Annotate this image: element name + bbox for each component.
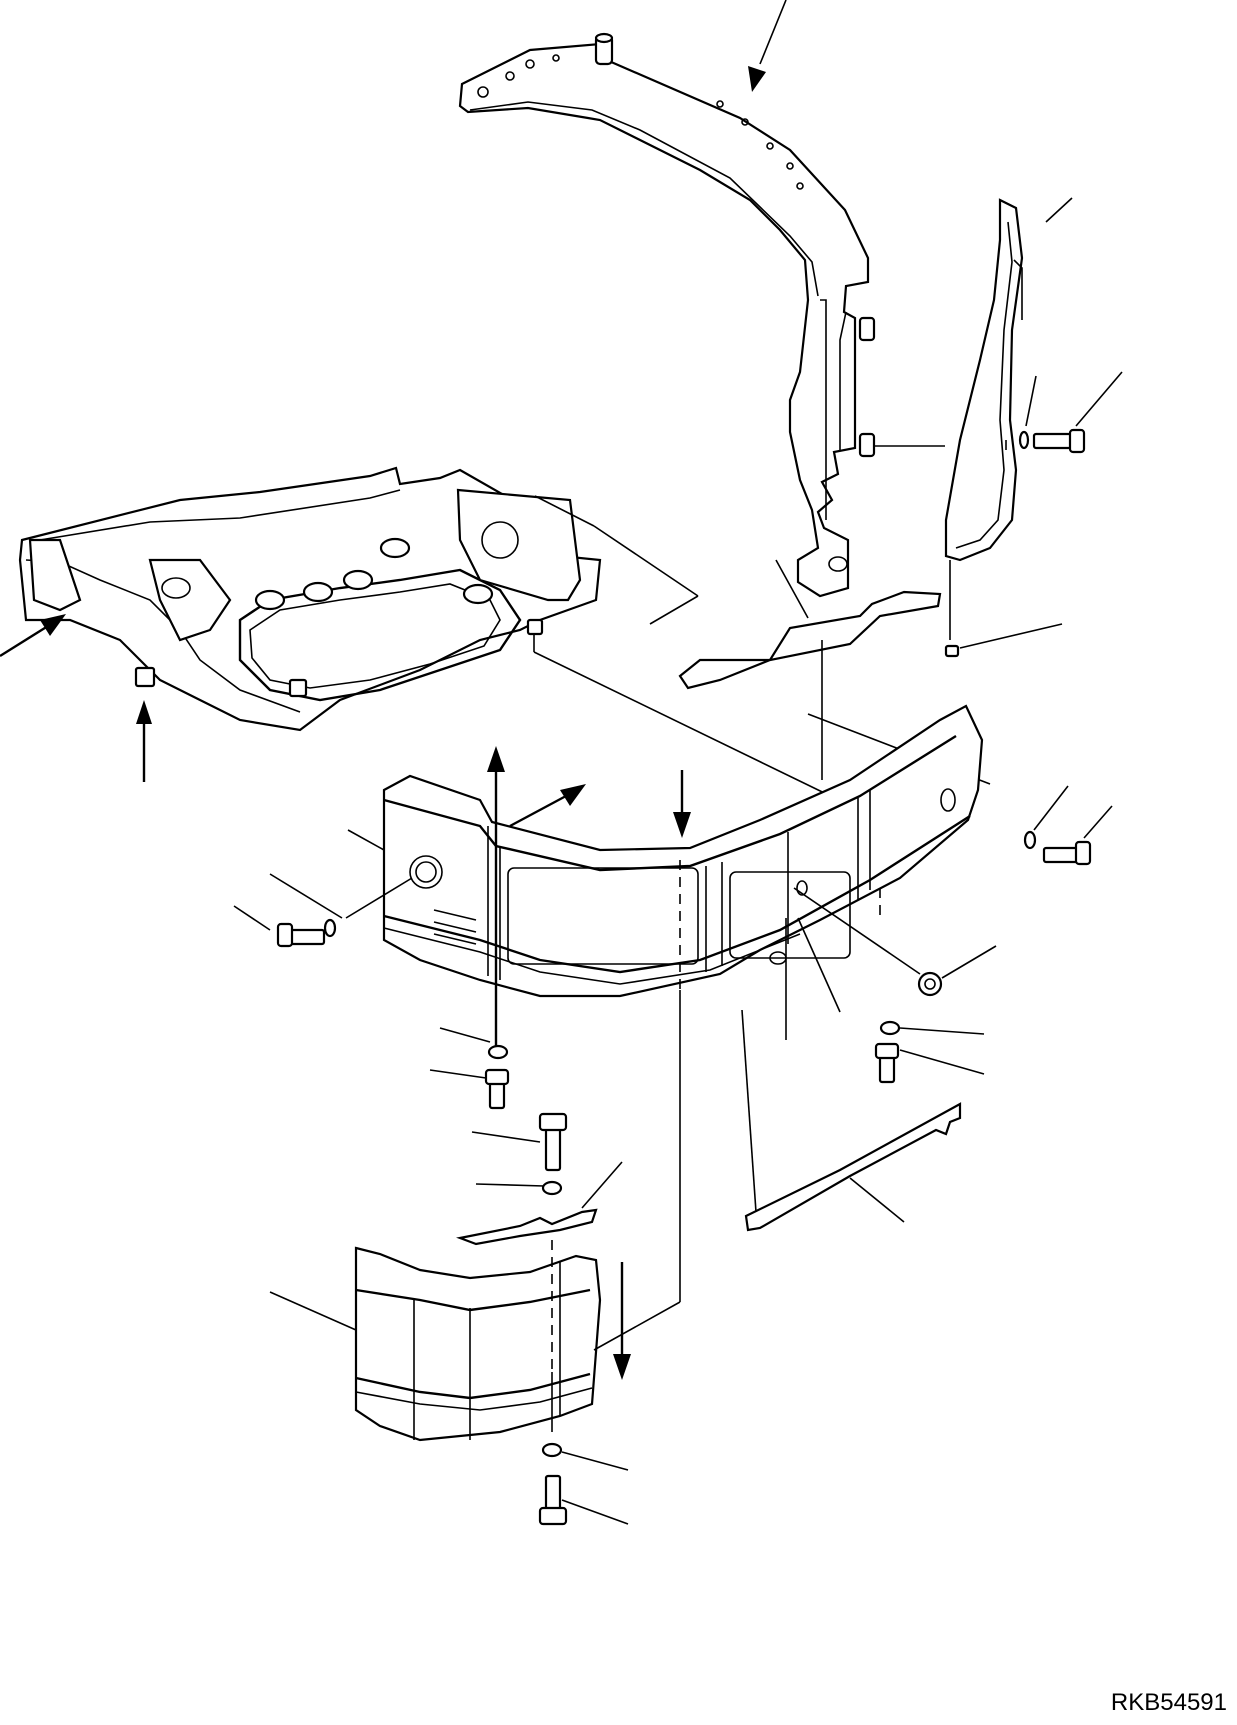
corner-weight-part bbox=[269, 1050, 681, 1442]
frame-arrows bbox=[0, 614, 152, 782]
top-leader bbox=[748, 0, 787, 92]
corner-weight-upper-bolt-set bbox=[456, 1112, 623, 1246]
clip-part bbox=[944, 623, 1063, 658]
top-plate-part bbox=[678, 559, 942, 780]
side-cover-bolt-set bbox=[949, 371, 1123, 640]
under-cover-part bbox=[741, 1009, 962, 1232]
revolving-frame-part bbox=[18, 466, 602, 732]
side-cover-part bbox=[944, 197, 1073, 562]
corner-weight-lower-bolt-set bbox=[538, 1442, 629, 1526]
counterweight-left-bolt-set bbox=[233, 829, 413, 948]
counterweight-lower-bolt-set bbox=[429, 917, 985, 1110]
counterweight-part bbox=[382, 704, 984, 1050]
radiator-guard-bracket-part bbox=[458, 32, 945, 598]
counterweight-arrows bbox=[487, 746, 691, 1054]
figure-reference-code: RKB54591 bbox=[1110, 1689, 1227, 1716]
corner-weight-arrow bbox=[613, 1262, 631, 1380]
counterweight-right-bolt-set bbox=[917, 785, 1113, 997]
